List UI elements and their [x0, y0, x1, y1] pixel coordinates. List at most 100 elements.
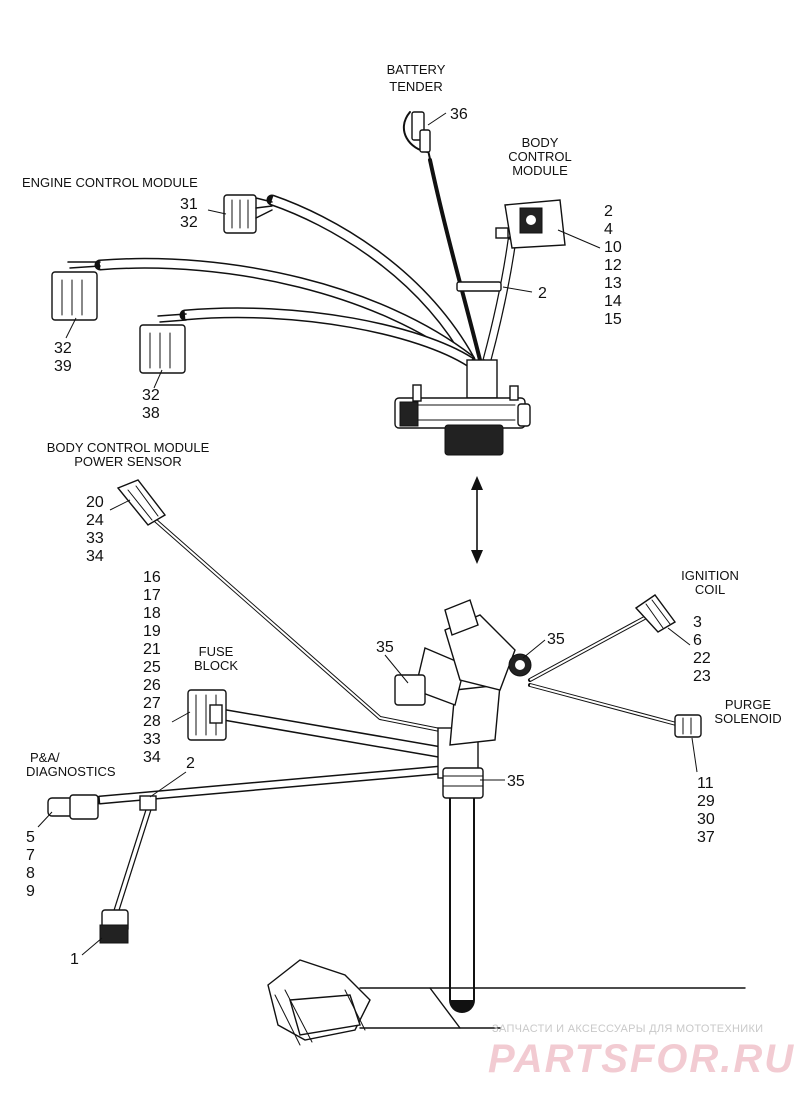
callout-number: 36: [450, 106, 468, 123]
callout-number: 32: [142, 387, 160, 404]
junction-block: [394, 599, 532, 799]
bcm-power-sensor-label-line1: BODY CONTROL MODULE: [47, 440, 210, 455]
ignition-coil-label-line2: COIL: [695, 582, 725, 597]
bcm-label-line1: BODY: [522, 135, 559, 150]
bcm-connector: [495, 199, 566, 249]
callout-number: 4: [604, 221, 613, 238]
callout-ignition-coil: 3 6 22 23: [693, 614, 711, 685]
callout-battery-tender: 36: [450, 106, 468, 123]
callout-ecm-middle: 32 38: [142, 387, 160, 422]
callout-number: 12: [604, 257, 622, 274]
callout-number: 33: [143, 731, 161, 748]
callout-number: 14: [604, 293, 622, 310]
callout-number: 34: [143, 749, 161, 766]
bcm-power-sensor-label-line2: POWER SENSOR: [74, 454, 182, 469]
ecm-connector-top: [223, 194, 273, 234]
callout-number: 13: [604, 275, 622, 292]
callout-bcm-strap: 2: [538, 285, 547, 302]
purge-solenoid-label-line2: SOLENOID: [714, 711, 781, 726]
upper-grommet: [394, 359, 531, 456]
callout-number: 7: [26, 847, 35, 864]
callout-number: 28: [143, 713, 161, 730]
label-purge-solenoid: PURGE SOLENOID: [714, 697, 781, 726]
callout-ecm-left: 32 39: [54, 340, 72, 375]
callout-number: 35: [376, 639, 394, 656]
callout-number: 26: [143, 677, 161, 694]
watermark-large-text: PARTSFOR.RU: [488, 1037, 795, 1081]
callout-number: 25: [143, 659, 161, 676]
bcm-label-line3: MODULE: [512, 163, 568, 178]
pa-label-line1: P&A/: [30, 750, 60, 765]
callout-number: 5: [26, 829, 35, 846]
label-fuse-block: FUSE BLOCK: [194, 644, 238, 673]
fuse-block-label-line1: FUSE: [199, 644, 234, 659]
callout-number: 11: [697, 775, 714, 792]
label-ignition-coil: IGNITION COIL: [681, 568, 739, 597]
callout-ecm-top: 31 32: [180, 196, 198, 231]
bottom-assembly: [267, 959, 371, 1046]
callout-number: 17: [143, 587, 161, 604]
callout-number: 23: [693, 668, 711, 685]
callout-number: 32: [180, 214, 198, 231]
callout-number: 39: [54, 358, 72, 375]
callout-number: 9: [26, 883, 35, 900]
battery-tender-label-line2: TENDER: [389, 79, 442, 94]
callout-junction-left: 35: [376, 639, 394, 656]
ecm-connector-left: [51, 261, 101, 321]
callout-number: 38: [142, 405, 160, 422]
callout-pa-strap: 2: [186, 755, 195, 772]
callout-junction-right: 35: [547, 631, 565, 648]
callout-number: 15: [604, 311, 622, 328]
bcm-power-sensor-connector: [116, 479, 167, 526]
label-bcm-power-sensor: BODY CONTROL MODULE POWER SENSOR: [47, 440, 210, 469]
callout-number: 35: [507, 773, 525, 790]
callout-number: 8: [26, 865, 35, 882]
callout-number: 18: [143, 605, 161, 622]
pa-label-line2: DIAGNOSTICS: [26, 764, 116, 779]
ecm-label: ENGINE CONTROL MODULE: [22, 175, 198, 190]
callout-number: 32: [54, 340, 72, 357]
battery-tender-label-line1: BATTERY: [387, 62, 446, 77]
leader-lines: [37, 112, 698, 956]
purge-solenoid-connector: [674, 714, 702, 738]
callout-number: 1: [70, 951, 79, 968]
callout-pa-diagnostics: 5 7 8 9: [26, 829, 35, 900]
callout-number: 20: [86, 494, 104, 511]
battery-tender-connector: [403, 111, 431, 153]
callout-number: 31: [180, 196, 198, 213]
lower-connector-1: [99, 909, 129, 944]
callout-number: 2: [186, 755, 195, 772]
callout-number: 27: [143, 695, 161, 712]
lower-harness-wires: [95, 518, 746, 1029]
ecm-connector-middle: [139, 313, 187, 374]
callout-number: 10: [604, 239, 622, 256]
fuse-block-connector: [187, 689, 227, 741]
pa-diagnostics-connector: [47, 794, 157, 820]
callout-number: 35: [547, 631, 565, 648]
callout-number: 21: [143, 641, 161, 658]
callout-number: 33: [86, 530, 104, 547]
callout-bcm: 2 4 10 12 13 14 15: [604, 203, 622, 328]
ignition-coil-connector: [634, 594, 677, 633]
callout-number: 34: [86, 548, 104, 565]
label-pa-diagnostics: P&A/ DIAGNOSTICS: [26, 750, 116, 779]
callout-bcm-power-sensor: 20 24 33 34: [86, 494, 104, 565]
callout-number: 3: [693, 614, 702, 631]
ignition-coil-label-line1: IGNITION: [681, 568, 739, 583]
upper-harness-wires: [94, 149, 517, 368]
label-battery-tender: BATTERY TENDER: [387, 62, 446, 94]
bcm-label-line2: CONTROL: [508, 149, 572, 164]
callout-number: 37: [697, 829, 715, 846]
callout-junction-lower: 35: [507, 773, 525, 790]
callout-number: 24: [86, 512, 104, 529]
watermark: ЗАПЧАСТИ И АКСЕССУАРЫ ДЛЯ МОТОТЕХНИКИ PA…: [488, 1023, 795, 1081]
callout-number: 2: [604, 203, 613, 220]
double-arrow-icon: [471, 476, 483, 564]
callout-number: 22: [693, 650, 711, 667]
callout-number: 16: [143, 569, 161, 586]
callout-number: 29: [697, 793, 715, 810]
fuse-block-label-line2: BLOCK: [194, 658, 238, 673]
callout-number: 19: [143, 623, 161, 640]
